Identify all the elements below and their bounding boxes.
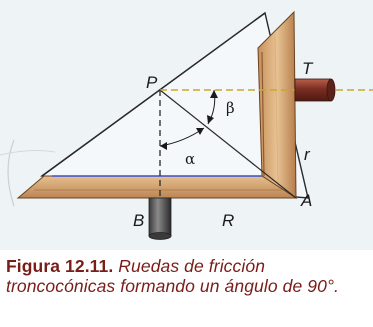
vertical-wheel-inner-edge-2 [274,35,279,187]
alpha-arrow-2 [196,128,204,135]
caption-text: Ruedas de fricción troncocónicas formand… [6,256,340,296]
caption-number: Figura 12.11. [6,256,114,276]
vertical-wheel-inner-edge [261,51,265,177]
beta-arrow-1 [210,90,218,98]
label-t: T [302,59,314,78]
shaft-b-end [148,232,172,240]
diagram: P T β α r A B R [0,0,373,250]
cone-hypotenuse [41,12,266,177]
label-big-r: R [222,211,234,230]
shaft-b [148,197,172,237]
faint-left-arc-2 [0,150,56,156]
cone-hypotenuse-lower [159,89,297,199]
shaft-t-end [326,78,336,102]
label-beta: β [226,99,235,117]
label-p: P [146,73,158,92]
shaft-t [294,78,332,102]
alpha-arrow-1 [160,142,167,150]
label-alpha: α [185,150,195,168]
label-a: A [300,191,312,210]
label-b: B [133,211,144,230]
beta-arrow-2 [207,115,214,124]
horizontal-wheel-plate [16,175,298,199]
faint-left-arc [7,139,15,207]
label-r: r [304,145,311,164]
figure-caption: Figura 12.11. Ruedas de fricción troncoc… [6,256,366,296]
